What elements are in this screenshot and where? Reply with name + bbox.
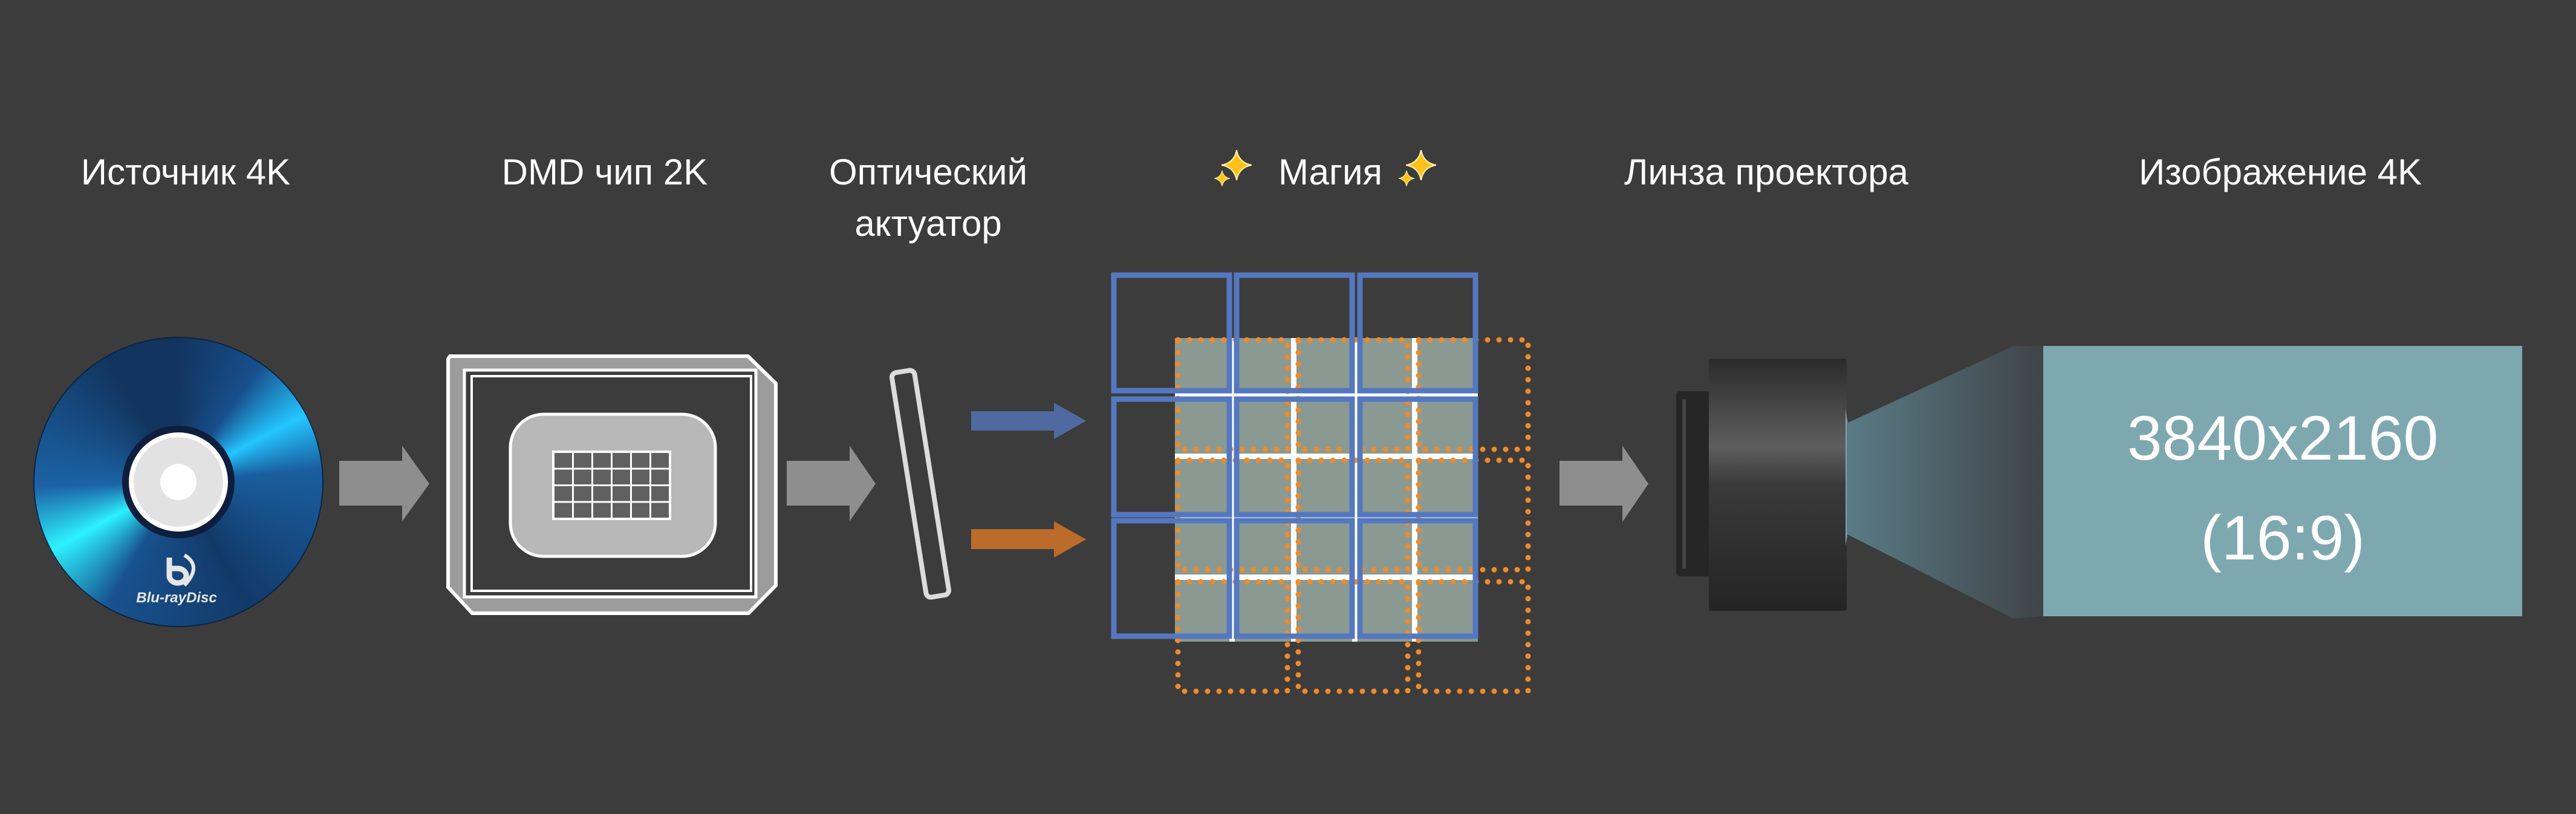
projected-screen: 3840x2160 (16:9) <box>2043 346 2522 616</box>
micromirror <box>651 486 669 501</box>
micromirror <box>593 469 611 484</box>
bluray-logo-text: Blu-rayDisc <box>136 590 216 606</box>
label-dmd-chip: DMD чип 2K <box>502 152 708 192</box>
shifted-pixel <box>1175 337 1290 452</box>
micromirror <box>651 453 669 468</box>
micromirror <box>574 486 591 501</box>
micromirror <box>613 469 630 484</box>
original-pixel <box>1357 518 1478 639</box>
micromirror <box>632 469 649 484</box>
original-pixel <box>1234 396 1355 518</box>
label-actuator-line1: Оптический <box>829 152 1027 192</box>
sparkle-icon <box>1406 150 1436 180</box>
original-pixel <box>1111 396 1232 518</box>
micromirror <box>613 453 630 468</box>
optical-actuator-plate <box>889 368 952 600</box>
original-pixel <box>1357 396 1478 518</box>
micromirror <box>555 503 572 518</box>
sparkle-icon <box>1221 150 1252 180</box>
sparkle-icon <box>1399 171 1414 186</box>
original-pixel <box>1111 272 1232 394</box>
pixel-shift-grid <box>1111 272 1531 694</box>
subpixel-line <box>1175 454 1478 459</box>
micromirror <box>632 453 649 468</box>
micromirror <box>555 453 572 468</box>
bluray-logo: Blu-rayDisc <box>136 553 217 606</box>
subpixel-line <box>1175 391 1478 397</box>
original-pixel <box>1111 518 1232 639</box>
subpixel-line <box>1291 338 1296 642</box>
micromirror-array <box>552 451 671 520</box>
micromirror <box>632 486 649 501</box>
projector-lens-image <box>1676 346 2043 619</box>
label-actuator-line2: актуатор <box>854 203 1001 244</box>
projection-beam <box>1847 346 2043 619</box>
arrow-right-icon <box>787 446 876 521</box>
label-magic-group: Магия <box>1214 150 1436 192</box>
original-pixels <box>1111 272 1478 639</box>
micromirror <box>593 453 611 468</box>
screen-aspect-ratio: (16:9) <box>2200 503 2365 573</box>
dmd-chip-image <box>446 354 778 615</box>
pixel-overlap-area <box>1175 338 1478 642</box>
original-pixel <box>1234 272 1355 394</box>
arrow-right-icon <box>1560 446 1648 522</box>
micromirror <box>574 453 591 468</box>
original-pixel <box>1234 518 1355 639</box>
disc-hub <box>122 426 235 538</box>
micromirror <box>632 503 649 518</box>
micromirror <box>555 486 572 501</box>
shifted-pixel <box>1175 579 1290 694</box>
arrow-blue-icon <box>971 403 1086 439</box>
shifted-pixel <box>1175 457 1290 573</box>
micromirror <box>593 503 611 518</box>
subpixel-line <box>1412 338 1417 642</box>
subpixel-line <box>1175 575 1478 580</box>
label-image-4k: Изображение 4K <box>2139 152 2422 192</box>
micromirror <box>651 469 669 484</box>
label-source-4k: Источник 4K <box>81 152 290 192</box>
micromirror <box>651 503 669 518</box>
label-projector-lens: Линза проектора <box>1624 152 1909 192</box>
micromirror <box>593 486 611 501</box>
label-magic: Магия <box>1278 152 1382 192</box>
micromirror <box>574 503 591 518</box>
arrow-right-icon <box>339 446 429 521</box>
micromirror <box>574 469 591 484</box>
original-pixel <box>1357 272 1478 394</box>
micromirror <box>613 503 630 518</box>
screen-resolution: 3840x2160 <box>2127 403 2439 474</box>
micromirror <box>613 486 630 501</box>
sparkle-icon <box>1214 171 1230 186</box>
arrow-orange-icon <box>971 521 1086 558</box>
micromirror <box>555 469 572 484</box>
